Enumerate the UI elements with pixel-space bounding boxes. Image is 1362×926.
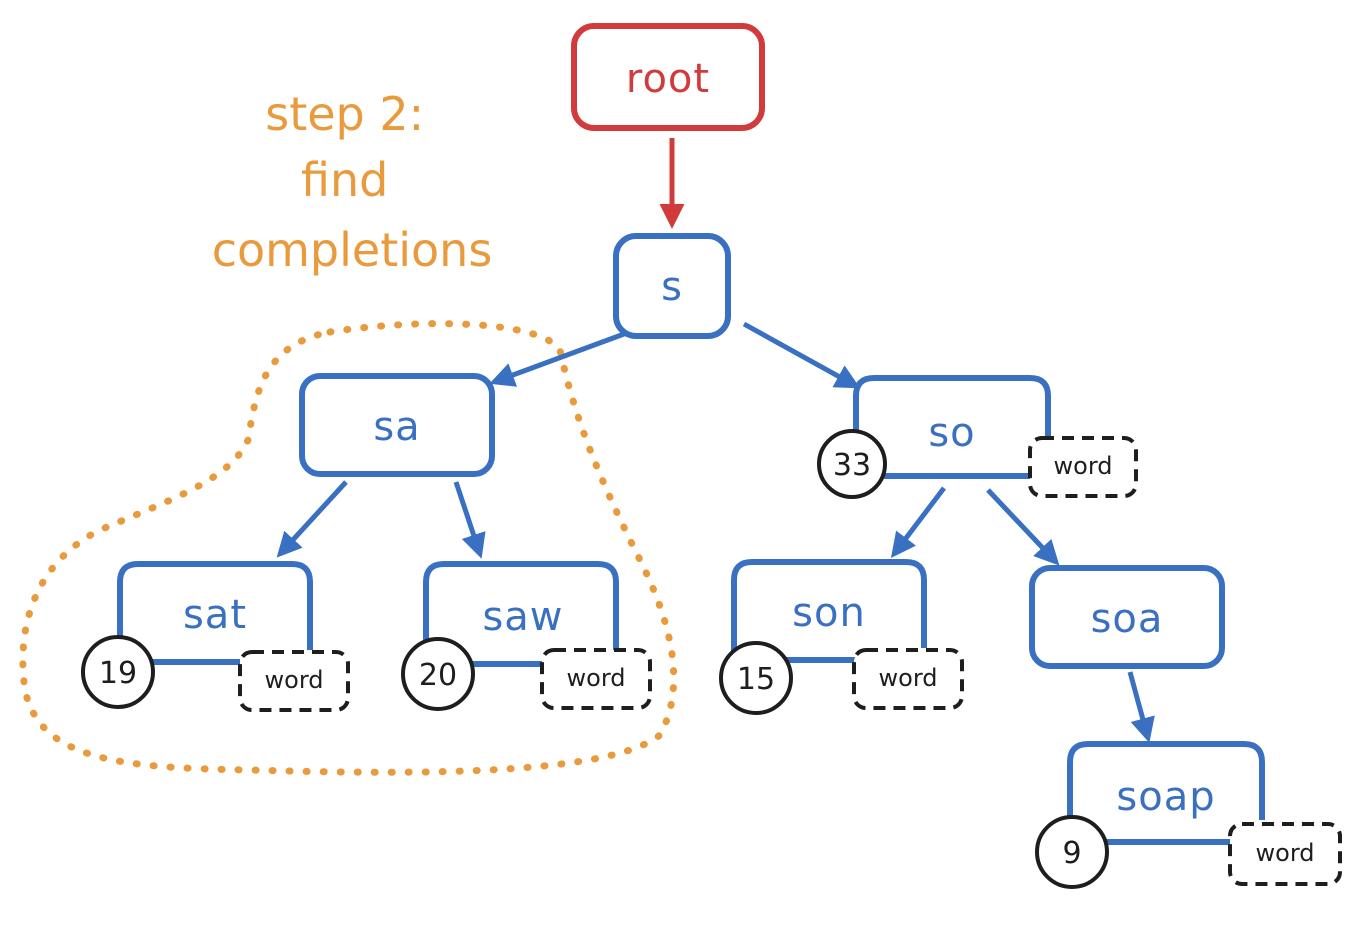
node-son: son 15 word <box>719 559 964 715</box>
node-soa-label: soa <box>1091 596 1164 642</box>
node-son-count: 15 <box>737 662 775 697</box>
node-son-tag: word <box>879 664 938 692</box>
node-soap: soap 9 word <box>1035 741 1342 889</box>
node-root-label: root <box>626 56 710 102</box>
node-soap-count: 9 <box>1062 836 1081 871</box>
node-saw-tag: word <box>567 664 626 692</box>
node-saw: saw 20 word <box>401 561 652 711</box>
edge-sa-saw <box>453 481 486 559</box>
edge-s-sa <box>489 331 625 387</box>
node-son-label: son <box>792 590 866 636</box>
node-root: root <box>571 23 765 131</box>
annotation-line-2: find <box>301 153 388 207</box>
node-sat: sat 19 word <box>81 561 350 712</box>
node-sat-count: 19 <box>99 656 137 691</box>
node-so-tag: word <box>1054 452 1113 480</box>
node-saw-count: 20 <box>419 658 457 693</box>
node-so-label: so <box>928 410 975 456</box>
edge-so-soa <box>986 488 1060 566</box>
node-s: s <box>613 233 731 339</box>
annotation-line-3: completions <box>212 223 493 277</box>
edge-sa-sat <box>276 480 348 558</box>
annotation-line-1: step 2: <box>265 87 424 141</box>
node-sat-label: sat <box>183 592 247 638</box>
node-so-count: 33 <box>833 448 871 483</box>
node-sat-tag: word <box>265 666 324 694</box>
edge-s-so <box>742 321 861 389</box>
node-soap-tag: word <box>1256 839 1315 867</box>
node-s-label: s <box>661 264 683 310</box>
annotation-text: step 2: find completions <box>212 87 493 277</box>
node-sa: sa <box>299 373 495 477</box>
node-soa: soa <box>1029 565 1225 669</box>
node-saw-label: saw <box>482 594 563 640</box>
node-sa-label: sa <box>373 404 420 450</box>
node-so: so 33 word <box>817 375 1138 499</box>
node-soap-label: soap <box>1116 774 1215 820</box>
selection-outline <box>19 320 678 776</box>
edge-soa-soap <box>1127 671 1155 743</box>
edge-so-son <box>890 486 946 558</box>
